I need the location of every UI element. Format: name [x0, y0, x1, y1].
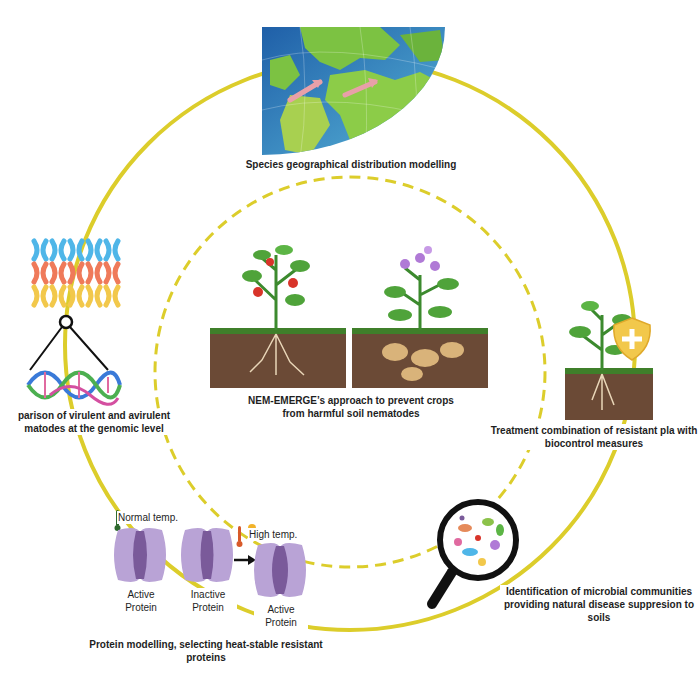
caption-text: Protein modelling, selecting heat-stable…: [80, 638, 332, 664]
caption-text: Treatment combination of resistant pla w…: [488, 424, 700, 450]
small-label: Active Protein: [114, 588, 168, 614]
globe-map: [262, 27, 447, 160]
small-label: Active Protein: [254, 603, 308, 629]
caption-text: parison of virulent and avirulent matode…: [2, 409, 186, 435]
chromosome-rows: [34, 241, 118, 305]
dna-zoom: [28, 316, 120, 404]
potato-plant: [352, 246, 488, 388]
small-label: Inactive Protein: [179, 588, 237, 614]
small-label: High temp.: [248, 528, 306, 541]
cycle-ring: [65, 60, 635, 630]
resistant-plant: [565, 301, 653, 420]
tomato-plant: [210, 245, 346, 388]
caption-text: Identification of microbial communities …: [500, 585, 698, 624]
small-label: Normal temp.: [117, 511, 181, 524]
caption-text: NEM-EMERGE’s approach to prevent crops f…: [245, 394, 457, 420]
caption-text: Species geographical distribution modell…: [200, 158, 502, 171]
protein-models: [114, 510, 306, 597]
